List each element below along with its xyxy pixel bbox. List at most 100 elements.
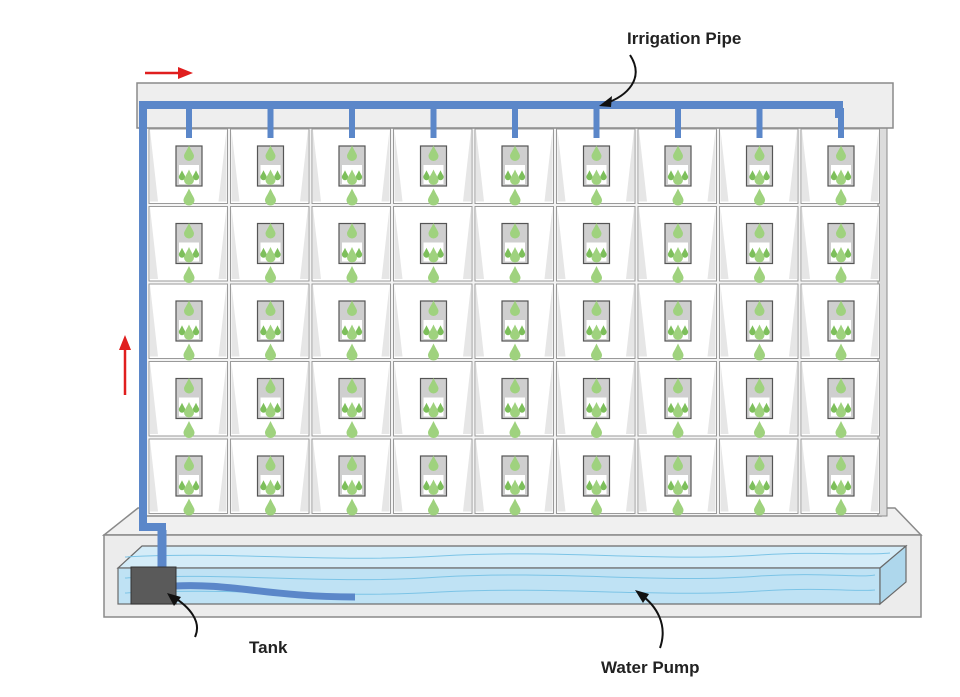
plant-leaf: [681, 247, 689, 258]
planter-cell: [800, 128, 880, 206]
planter-cell-shadow: [870, 362, 879, 434]
planter-cell-shadow: [707, 285, 716, 357]
planter-cell: [637, 128, 717, 206]
plant-leaf: [667, 170, 675, 181]
callouts: [167, 54, 664, 649]
planter-cell-shadow: [218, 130, 227, 202]
plant-leaf: [347, 300, 357, 316]
plant-leaf: [591, 324, 602, 340]
plant-leaf: [673, 169, 683, 185]
plant-leaf: [754, 300, 765, 316]
plant-leaf: [600, 402, 607, 413]
plant-leaf: [260, 402, 267, 413]
plant-leaf: [518, 247, 526, 258]
plant-leaf: [423, 480, 430, 491]
planter-cell: [393, 438, 473, 516]
plant-leaf: [591, 300, 602, 316]
plant-leaf: [347, 479, 357, 495]
plant-leaf: [355, 480, 363, 491]
planter-cell-shadow: [300, 130, 308, 202]
plant-leaf: [260, 170, 267, 181]
planter-cell-shadow: [218, 207, 227, 279]
plant-leaf: [265, 479, 276, 495]
planter-cell: [311, 361, 391, 439]
plant-leaf: [749, 480, 756, 491]
water-droplet: [591, 343, 602, 361]
water-droplet: [265, 420, 276, 439]
plant-leaf: [667, 247, 675, 258]
plant-leaf: [510, 145, 520, 161]
planter-cell-shadow: [394, 440, 403, 512]
plant-leaf: [830, 247, 838, 258]
water-droplet: [509, 498, 521, 516]
plant-leaf: [681, 480, 689, 491]
plant-leaf: [591, 247, 602, 263]
planter-cell-shadow: [313, 207, 321, 279]
planter-cell: [474, 361, 554, 439]
planter-cell-shadow: [544, 285, 553, 357]
plant-leaf: [504, 480, 512, 491]
plant-leaf: [754, 324, 765, 340]
water-droplet: [183, 420, 195, 439]
planter-cell-shadow: [381, 440, 390, 512]
water-droplet: [346, 498, 358, 516]
plant-leaf: [428, 455, 439, 472]
water-droplet: [428, 343, 439, 361]
plant-leaf: [265, 455, 276, 472]
plant-leaf: [265, 324, 276, 340]
plant-leaf: [341, 247, 349, 258]
plant-leaf: [265, 402, 276, 418]
plant-leaf: [184, 300, 194, 316]
planter-cell: [230, 283, 310, 361]
plant-leaf: [428, 169, 439, 185]
plant-leaf: [274, 402, 281, 413]
water-droplet: [835, 343, 847, 361]
water-droplet: [835, 188, 847, 206]
plant-leaf: [763, 402, 770, 413]
plant-leaf: [274, 247, 281, 258]
planter-cell-shadow: [150, 130, 158, 202]
water-droplet: [428, 188, 439, 206]
plant-leaf: [763, 480, 770, 491]
planter-cell-shadow: [381, 285, 390, 357]
planter-cell-shadow: [381, 362, 390, 434]
planter-cell-shadow: [707, 362, 716, 434]
water-droplet: [183, 265, 195, 283]
water-droplet: [346, 188, 358, 206]
plant-leaf: [184, 223, 194, 239]
plant-leaf: [681, 170, 689, 181]
planter-cell: [556, 361, 636, 439]
plant-leaf: [423, 402, 430, 413]
plant-leaf: [836, 145, 846, 161]
plant-leaf: [260, 247, 267, 258]
planter-cell-shadow: [557, 362, 566, 434]
plant-leaf: [754, 479, 765, 495]
plant-leaf: [428, 378, 439, 394]
planter-cell: [311, 283, 391, 361]
plant-leaf: [504, 247, 512, 258]
plant-leaf: [673, 402, 683, 418]
plant-leaf: [518, 480, 526, 491]
plant-leaf: [178, 170, 186, 181]
plant-leaf: [749, 402, 756, 413]
plant-leaf: [673, 324, 683, 340]
plant-leaf: [184, 247, 194, 263]
plant-leaf: [673, 479, 683, 495]
plant-leaf: [260, 325, 267, 336]
plant-leaf: [265, 223, 276, 239]
plant-leaf: [763, 325, 770, 336]
water-droplet: [428, 265, 439, 283]
planter-cell-shadow: [463, 440, 471, 512]
plant-leaf: [844, 480, 852, 491]
water-droplet: [183, 188, 195, 206]
planter-cell-shadow: [802, 207, 810, 279]
plant-leaf: [341, 170, 349, 181]
planter-cell-shadow: [639, 440, 647, 512]
planter-cell: [148, 128, 228, 206]
planter-cell: [556, 128, 636, 206]
plant-leaf: [184, 169, 194, 185]
water-droplet: [754, 188, 765, 206]
plant-leaf: [591, 169, 602, 185]
plant-leaf: [178, 247, 186, 258]
